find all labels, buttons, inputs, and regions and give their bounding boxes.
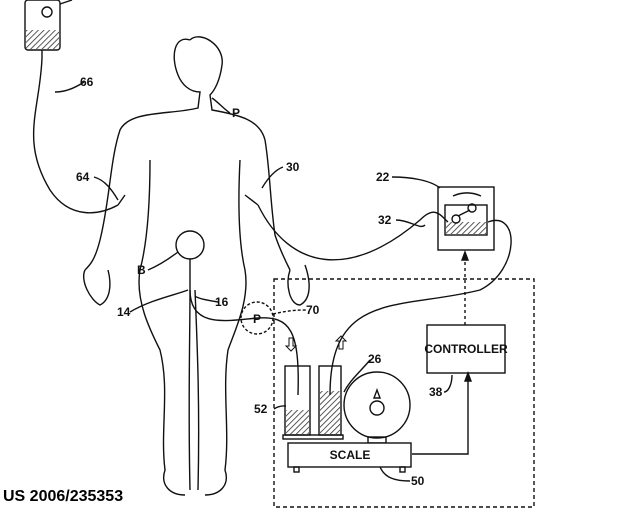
- label-14: 14: [117, 305, 131, 319]
- label-50: 50: [411, 474, 425, 488]
- label-38: 38: [429, 385, 443, 399]
- label-30: 30: [286, 160, 300, 174]
- label-p: P: [232, 106, 240, 120]
- scale-label: SCALE: [330, 448, 371, 462]
- patient-figure: [84, 37, 309, 495]
- label-32: 32: [378, 213, 392, 227]
- urine-tube: [190, 290, 298, 395]
- label-64: 64: [76, 170, 90, 184]
- scale-dial: [344, 372, 410, 438]
- controller-label: CONTROLLER: [424, 342, 508, 356]
- iv-tube: [34, 58, 118, 213]
- label-66: 66: [80, 75, 94, 89]
- patent-number: US 2006/235353: [3, 488, 123, 506]
- label-70: 70: [306, 303, 320, 317]
- label-22: 22: [376, 170, 390, 184]
- label-b: B: [137, 263, 146, 277]
- pump-22: [438, 187, 494, 250]
- label-26: 26: [368, 352, 382, 366]
- label-p-pump: P: [253, 312, 261, 326]
- label-52: 52: [254, 402, 268, 416]
- iv-bag: [25, 0, 72, 58]
- label-16: 16: [215, 295, 229, 309]
